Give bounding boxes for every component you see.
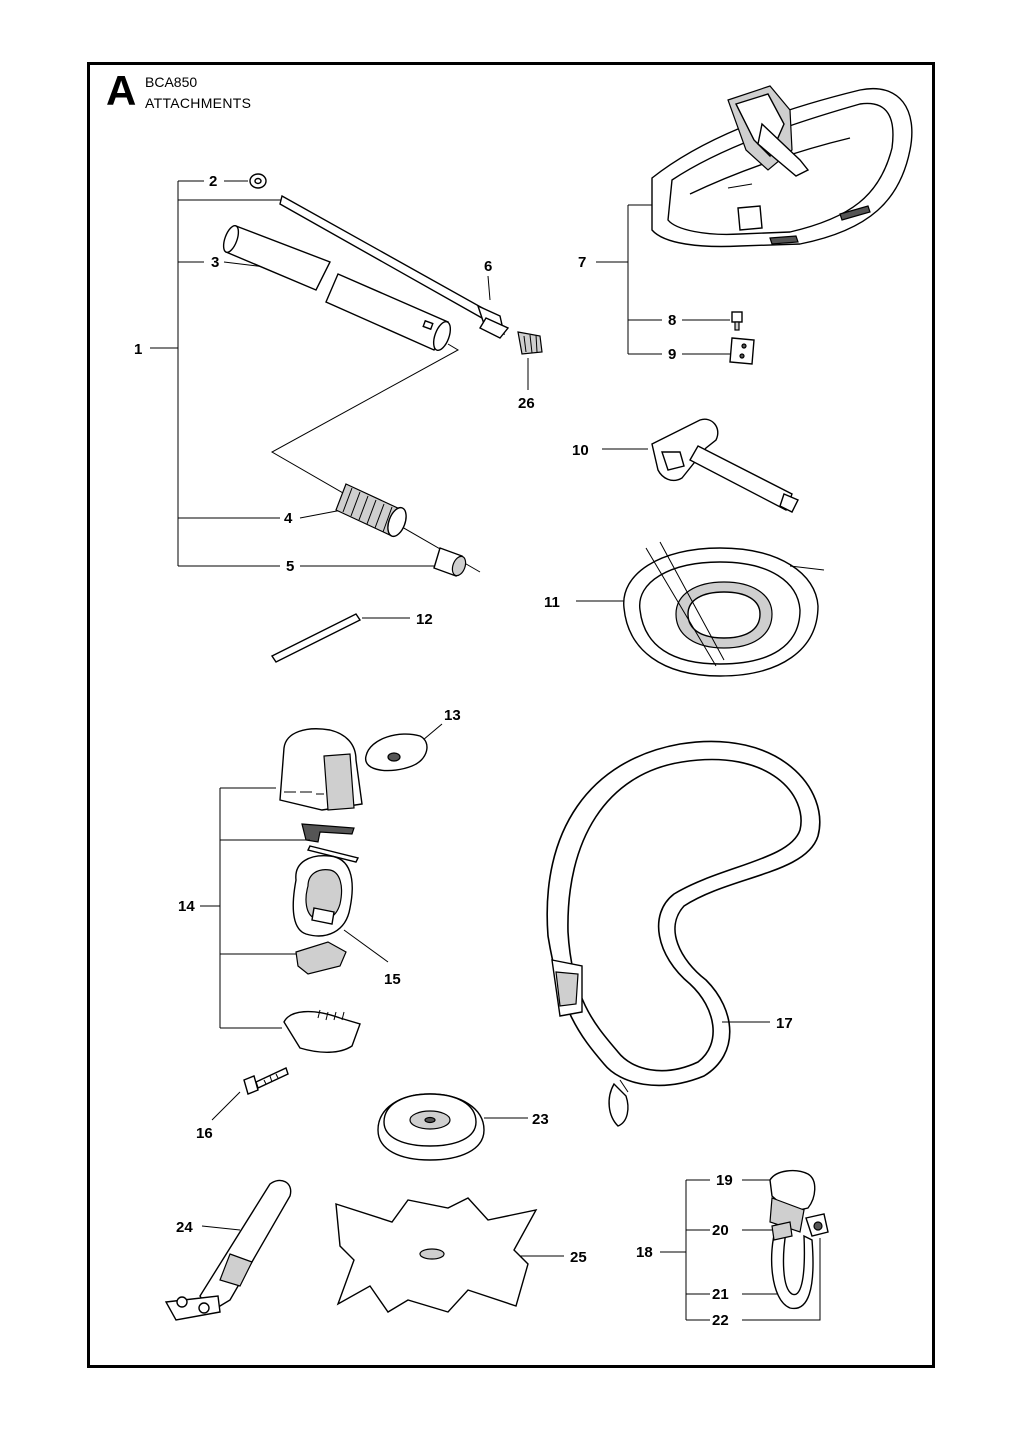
callout-12: 12 — [416, 611, 433, 628]
callout-15: 15 — [384, 971, 401, 988]
section-letter: A — [106, 67, 137, 114]
model-name: BCA850 — [145, 74, 198, 90]
callout-26: 26 — [518, 395, 535, 412]
bracket-18 — [660, 1179, 821, 1321]
part-5-bushing — [433, 547, 467, 577]
part-10-wrench — [602, 418, 799, 513]
part-25-blade — [335, 1197, 564, 1313]
callout-2: 2 — [209, 173, 217, 190]
part-3-tube — [222, 224, 452, 351]
bracket-7 — [596, 204, 730, 355]
part-24-guard-bracket — [164, 1179, 292, 1321]
callout-19: 19 — [716, 1172, 733, 1189]
part-17-harness — [546, 740, 821, 1127]
callout-7: 7 — [578, 254, 586, 271]
part-13-knob — [365, 723, 443, 772]
callout-11: 11 — [544, 594, 560, 611]
bracket-14 — [200, 787, 389, 1029]
callout-13: 13 — [444, 707, 461, 724]
callout-10: 10 — [572, 442, 589, 459]
part-16-bolt — [211, 1067, 289, 1121]
callout-18: 18 — [636, 1244, 653, 1261]
part-7-trimmer-guard — [651, 85, 913, 248]
callout-1: 1 — [134, 341, 142, 358]
part-8-screw — [731, 311, 743, 331]
callout-5: 5 — [286, 558, 294, 575]
assembly-guide-line — [270, 343, 481, 573]
callout-16: 16 — [196, 1125, 213, 1142]
callout-23: 23 — [532, 1111, 549, 1128]
part-11-guard-ring — [576, 541, 825, 677]
callout-22: 22 — [712, 1312, 729, 1329]
part-4-bearing — [335, 483, 407, 538]
callout-8: 8 — [668, 312, 676, 329]
callout-20: 20 — [712, 1222, 729, 1239]
bracket-1 — [150, 180, 529, 567]
callout-6: 6 — [484, 258, 492, 275]
section-title: ATTACHMENTS — [145, 95, 252, 111]
part-26-coupling — [517, 331, 543, 355]
callout-21: 21 — [712, 1286, 729, 1303]
callout-3: 3 — [211, 254, 219, 271]
diagram-frame — [87, 62, 935, 1368]
part-6-drive-shaft — [279, 194, 510, 339]
callout-9: 9 — [668, 346, 676, 363]
callout-24: 24 — [176, 1219, 193, 1236]
callout-25: 25 — [570, 1249, 587, 1266]
part-9-plate — [729, 337, 755, 365]
callout-14: 14 — [178, 898, 195, 915]
part-2-washer — [249, 173, 267, 189]
callout-4: 4 — [284, 510, 293, 527]
part-14-handle — [279, 728, 363, 1053]
part-23-support-cup — [377, 1093, 528, 1161]
callout-labels: 1 2 3 4 5 6 7 8 9 10 11 12 13 14 15 16 1… — [134, 173, 793, 1329]
part-12-locking-pin — [270, 613, 410, 663]
callout-17: 17 — [776, 1015, 793, 1032]
part-18-harness-clip — [769, 1169, 829, 1310]
